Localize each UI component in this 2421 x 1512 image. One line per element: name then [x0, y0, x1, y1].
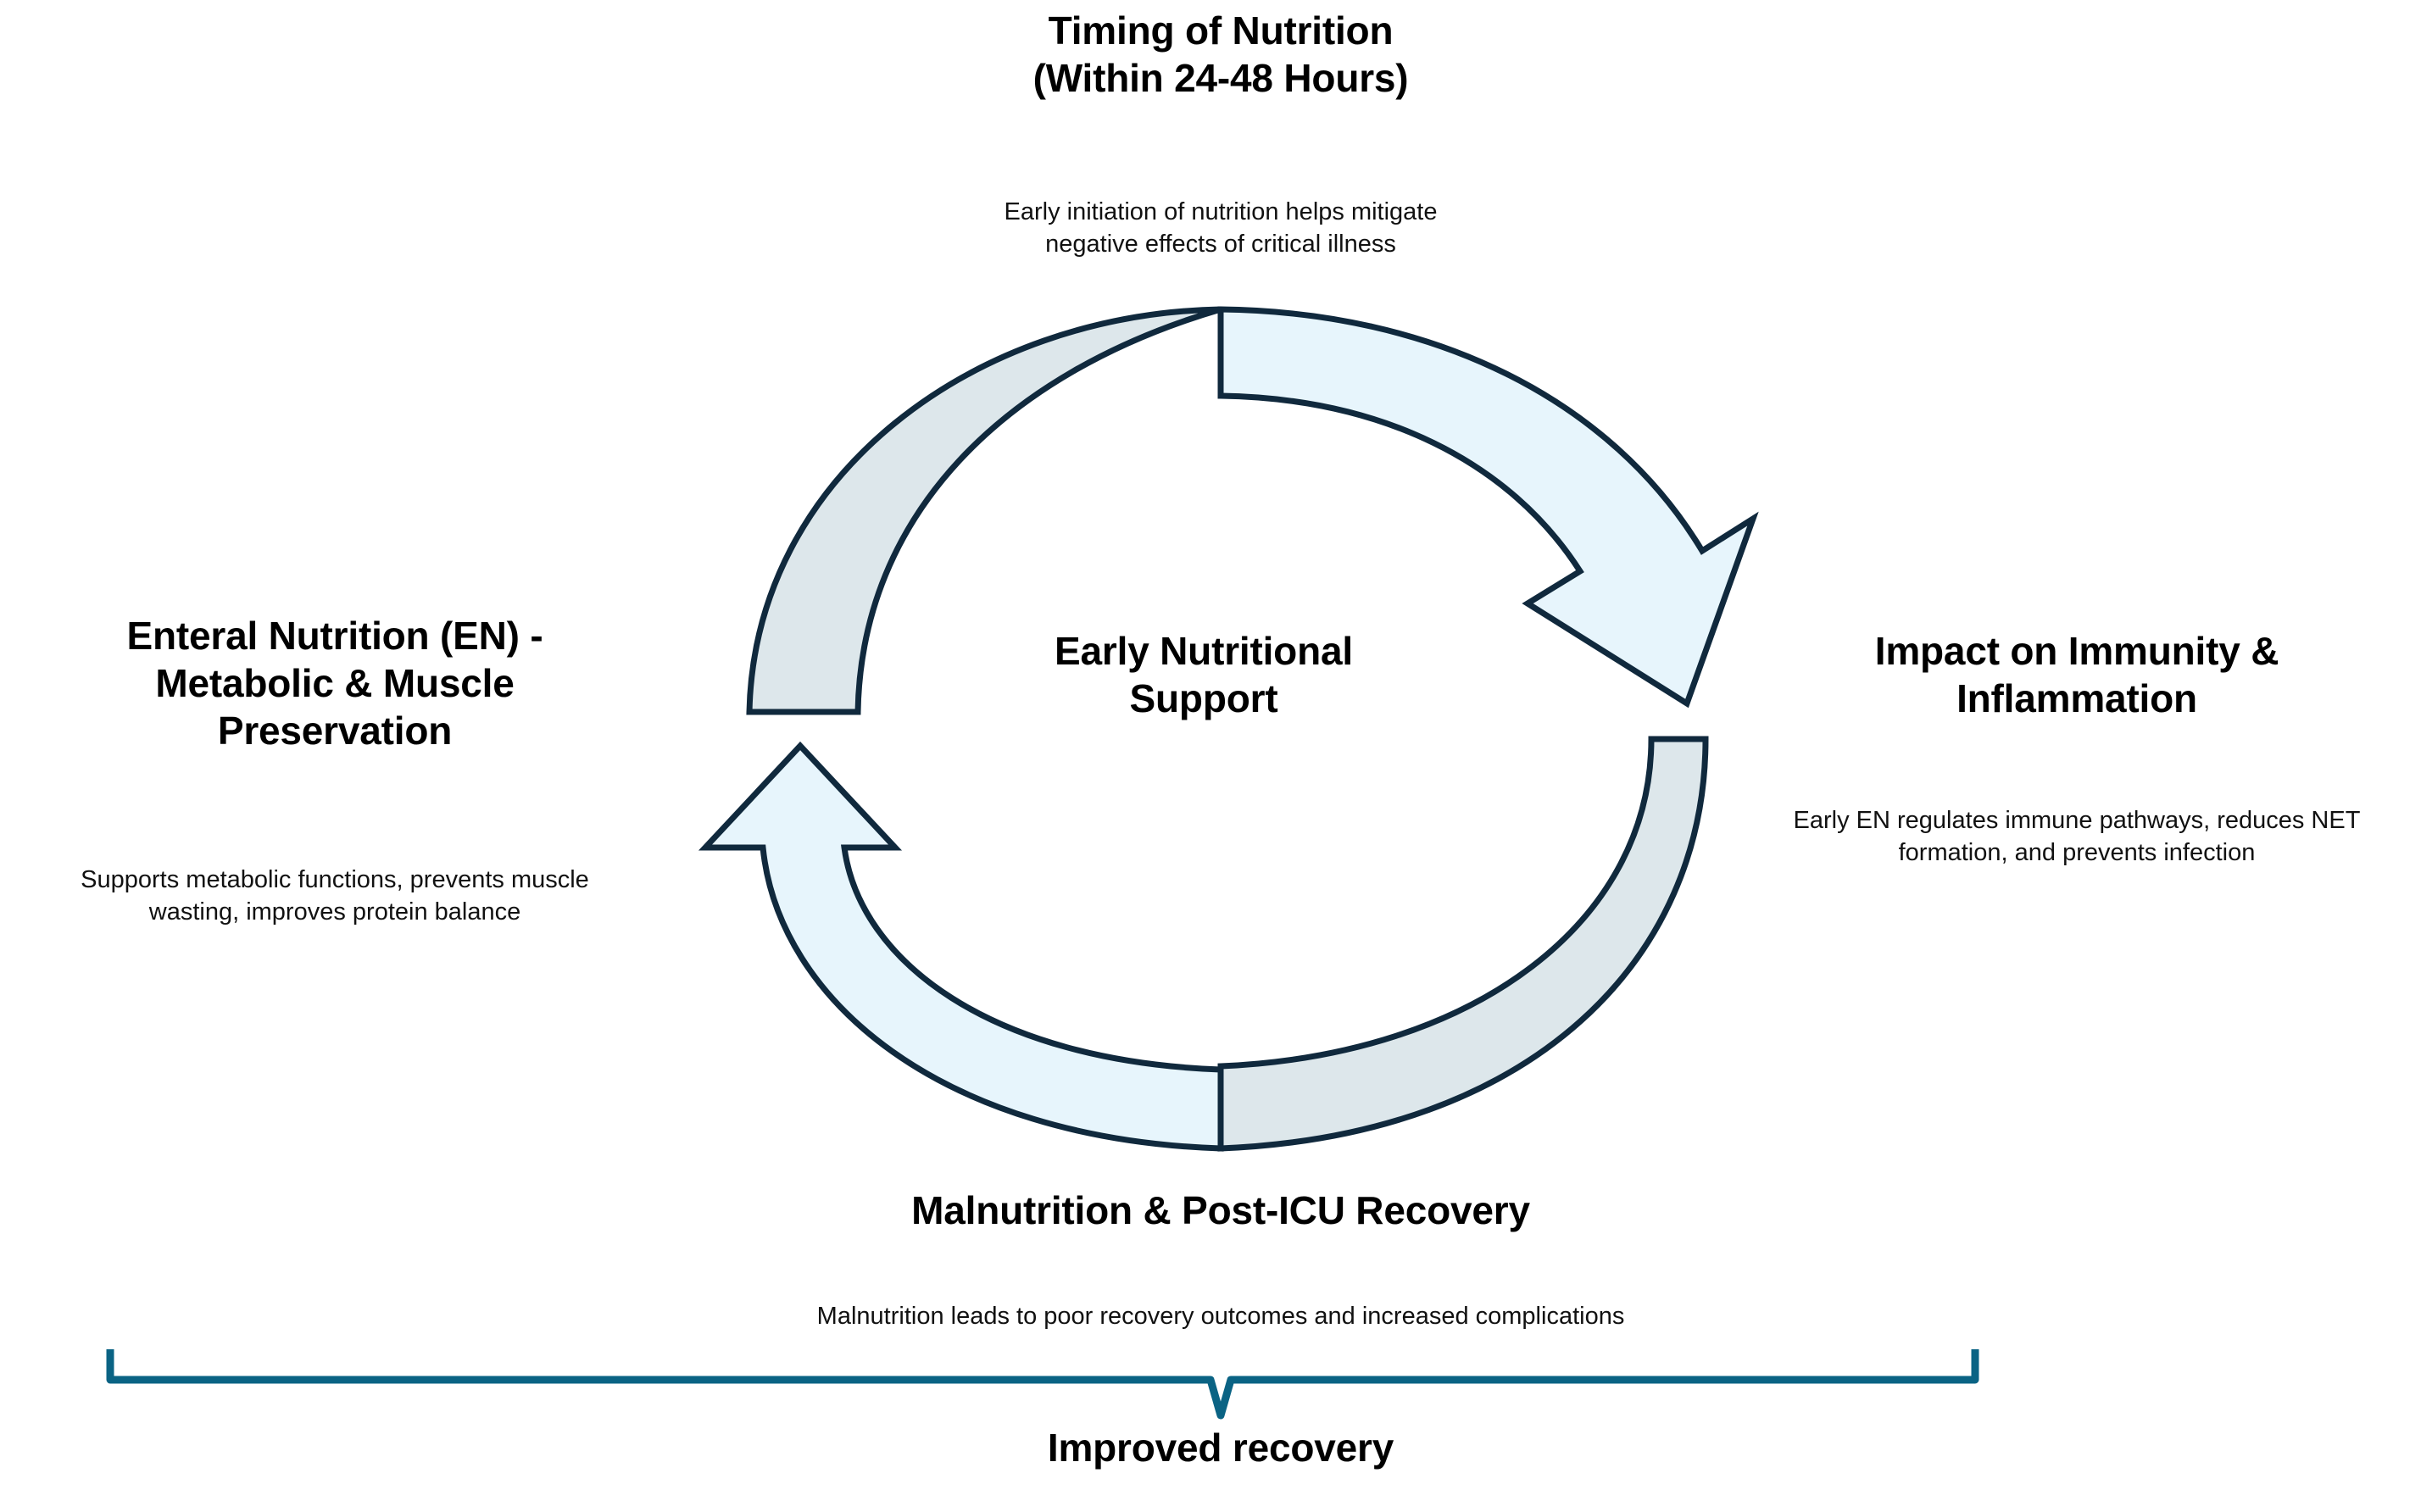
node-description-immunity: Early EN regulates immune pathways, redu…: [1793, 807, 2361, 866]
node-title-enteral: Enteral Nutrition (EN) - Metabolic & Mus…: [126, 614, 543, 753]
node-description-malnutrition: Malnutrition leads to poor recovery outc…: [816, 1303, 1625, 1330]
node-title-immunity: Impact on Immunity & Inflammation: [1874, 629, 2279, 721]
node-title-timing: Timing of Nutrition (Within 24-48 Hours): [1032, 8, 1409, 101]
outcome-bracket: [106, 1349, 1979, 1420]
node-description-timing: Early initiation of nutrition helps miti…: [1004, 198, 1438, 258]
arc-right-to-bottom: [1217, 736, 1709, 1152]
arrow-top-to-right: [1217, 306, 1759, 709]
node-description-enteral: Supports metabolic functions, prevents m…: [81, 866, 589, 926]
outcome-label: Improved recovery: [1047, 1426, 1394, 1470]
arrow-bottom-to-left: [698, 741, 1224, 1152]
cycle-center-label: Early Nutritional Support: [1055, 629, 1353, 721]
arc-left-to-top: [746, 306, 1222, 715]
node-title-malnutrition: Malnutrition & Post-ICU Recovery: [911, 1188, 1530, 1232]
